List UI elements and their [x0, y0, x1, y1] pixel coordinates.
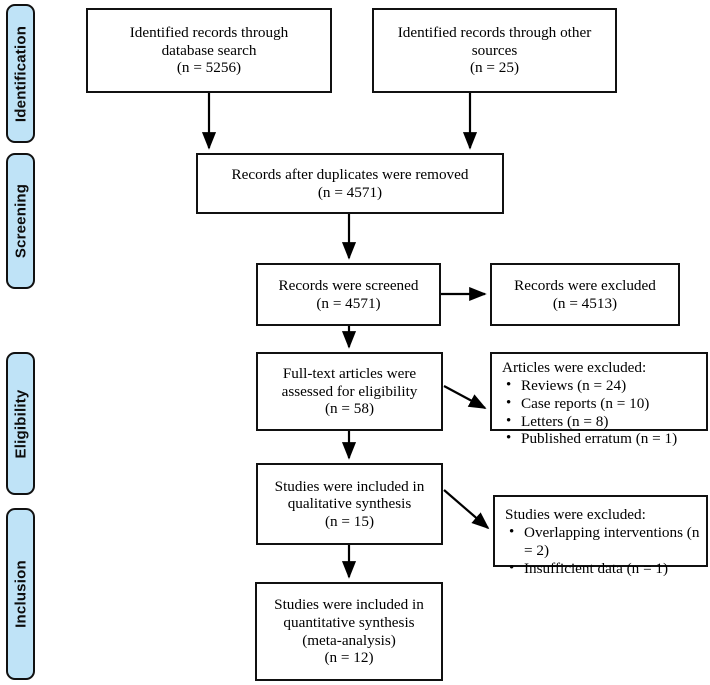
box-after-duplicates-line1: Records after duplicates were removed	[231, 165, 469, 183]
box-qualitative-synthesis-line1: Studies were included in	[274, 477, 425, 495]
box-after-duplicates-count: (n = 4571)	[317, 183, 383, 201]
stage-tab-eligibility: Eligibility	[6, 352, 35, 495]
list-item: Published erratum (n = 1)	[502, 429, 677, 448]
box-other-sources: Identified records through other sources…	[372, 8, 617, 93]
list-item: Reviews (n = 24)	[502, 376, 677, 395]
box-database-search: Identified records through database sear…	[86, 8, 332, 93]
box-fulltext-assessed: Full-text articles were assessed for eli…	[256, 352, 443, 431]
box-quantitative-synthesis-line2: quantitative synthesis	[283, 613, 415, 631]
box-database-search-line2: database search	[161, 41, 257, 59]
list-item: Overlapping interventions (n = 2)	[505, 523, 700, 560]
box-qualitative-synthesis-count: (n = 15)	[324, 512, 375, 530]
box-articles-excluded-heading: Articles were excluded:	[502, 359, 647, 376]
box-records-screened: Records were screened (n = 4571)	[256, 263, 441, 326]
stage-tab-inclusion-label: Inclusion	[12, 560, 29, 628]
list-item: Insufficient data (n = 1)	[505, 559, 700, 578]
box-other-sources-count: (n = 25)	[469, 59, 520, 77]
stage-tab-inclusion: Inclusion	[6, 508, 35, 680]
stage-tab-eligibility-label: Eligibility	[12, 389, 29, 458]
box-records-excluded-count: (n = 4513)	[552, 294, 618, 312]
list-item: Case reports (n = 10)	[502, 394, 677, 413]
box-records-screened-count: (n = 4571)	[316, 294, 381, 312]
box-qualitative-synthesis-line2: qualitative synthesis	[287, 495, 412, 513]
box-other-sources-line2: sources	[471, 41, 518, 59]
box-studies-excluded: Studies were excluded: Overlapping inter…	[493, 495, 708, 577]
stage-tab-identification-label: Identification	[12, 25, 29, 122]
box-records-excluded-line1: Records were excluded	[514, 276, 656, 294]
articles-excluded-list: Reviews (n = 24) Case reports (n = 10) L…	[502, 376, 677, 449]
box-articles-excluded: Articles were excluded: Reviews (n = 24)…	[490, 352, 708, 447]
box-other-sources-line1: Identified records through other	[397, 24, 592, 42]
box-quantitative-synthesis-line3: (meta-analysis)	[302, 631, 396, 649]
list-item: Letters (n = 8)	[502, 412, 677, 431]
box-fulltext-assessed-count: (n = 58)	[324, 400, 375, 418]
box-quantitative-synthesis: Studies were included in quantitative sy…	[255, 582, 443, 681]
box-database-search-line1: Identified records through	[129, 24, 289, 42]
box-studies-excluded-heading: Studies were excluded:	[505, 506, 646, 523]
box-quantitative-synthesis-line1: Studies were included in	[274, 596, 424, 614]
box-records-excluded: Records were excluded (n = 4513)	[490, 263, 680, 326]
arrow-qualitative-to-studies-excluded	[443, 489, 490, 530]
stage-tab-screening-label: Screening	[12, 183, 29, 259]
box-qualitative-synthesis: Studies were included in qualitative syn…	[256, 463, 443, 545]
box-fulltext-assessed-line2: assessed for eligibility	[281, 382, 418, 400]
box-quantitative-synthesis-count: (n = 12)	[324, 649, 374, 667]
arrow-fulltext-to-articles-excluded	[443, 385, 487, 409]
stage-tab-screening: Screening	[6, 153, 35, 289]
box-fulltext-assessed-line1: Full-text articles were	[282, 365, 417, 383]
box-records-screened-line1: Records were screened	[278, 276, 419, 294]
box-database-search-count: (n = 5256)	[176, 59, 242, 77]
box-after-duplicates: Records after duplicates were removed (n…	[196, 153, 504, 214]
studies-excluded-list: Overlapping interventions (n = 2) Insuff…	[505, 523, 700, 578]
stage-tab-identification: Identification	[6, 4, 35, 143]
